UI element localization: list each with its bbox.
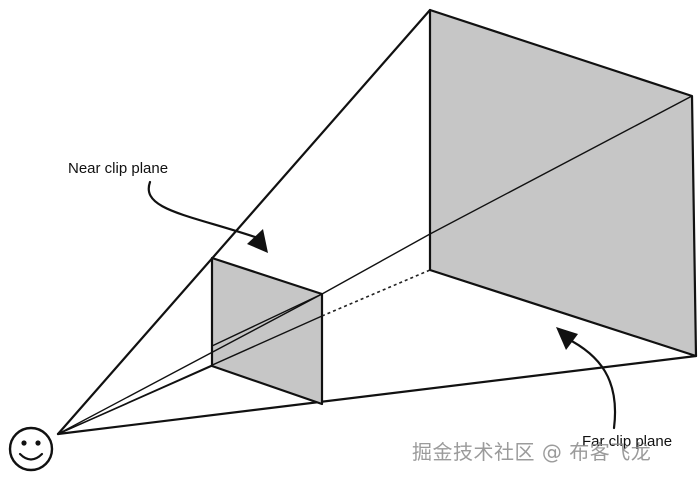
sightline-through-near-2 (57, 315, 323, 435)
near-clip-plane-arrow (147, 180, 260, 240)
frustum-edge-top (56, 8, 432, 436)
frustum-edge-bottom (56, 354, 698, 436)
far-plane-diagonal-upper (429, 95, 693, 235)
far-clip-plane-arrow (564, 336, 617, 430)
far-clip-plane-label: Far clip plane (582, 433, 672, 450)
sightline-through-near-1 (57, 293, 323, 435)
frustum-edge-hidden (321, 269, 431, 317)
far-clip-plane-arrowhead (556, 327, 578, 350)
far-clip-plane (428, 8, 698, 358)
far-plane-bottom-inner (429, 269, 697, 357)
smiley-face-icon (8, 426, 54, 472)
near-clip-plane-label: Near clip plane (68, 160, 168, 177)
near-clip-plane-arrowhead (247, 229, 268, 253)
near-clip-plane (210, 256, 324, 406)
near-plane-diagonal (211, 293, 323, 347)
watermark-text: 掘金技术社区 @ 布客飞龙 (412, 440, 652, 464)
frustum-edge-middle-upper (321, 233, 431, 295)
